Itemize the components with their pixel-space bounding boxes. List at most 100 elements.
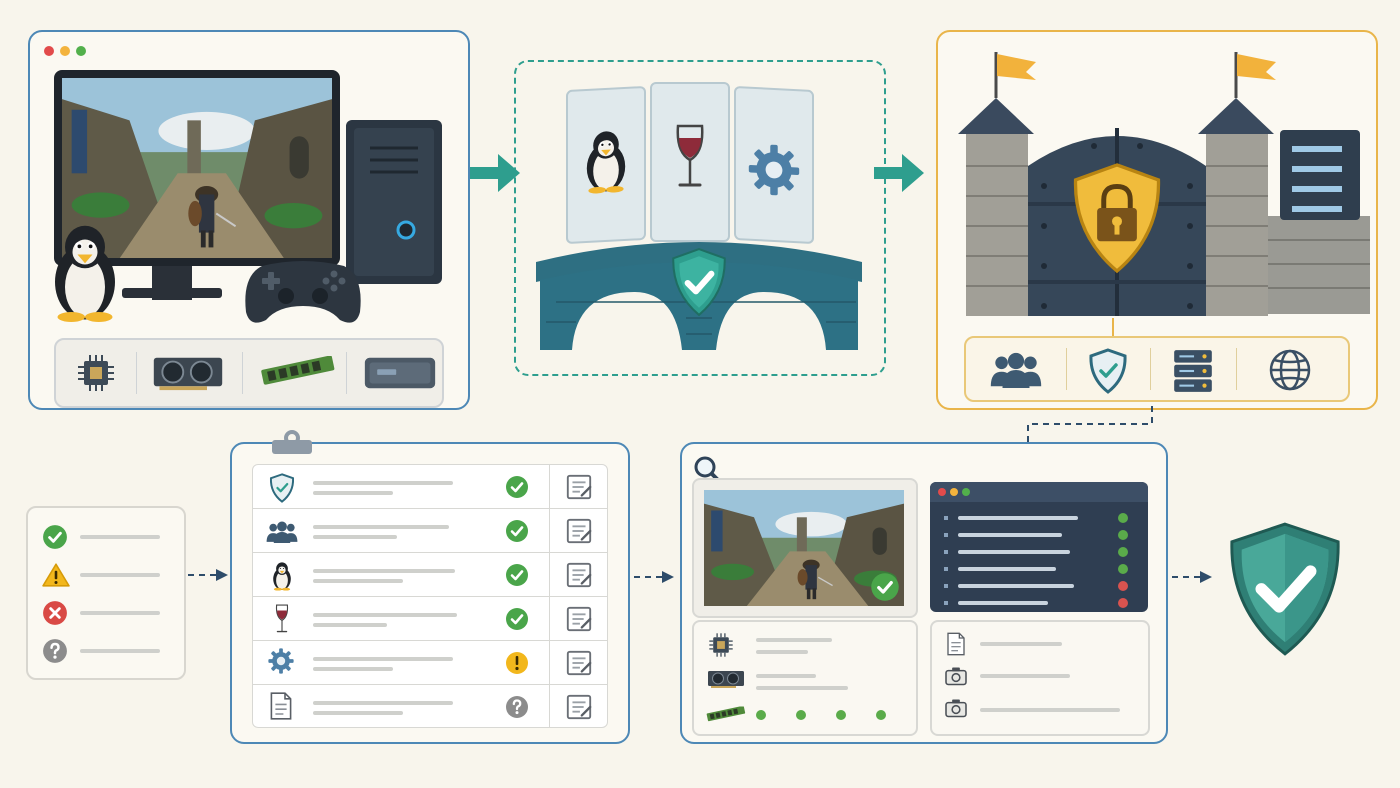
pass-status-dot bbox=[796, 710, 806, 720]
dashed-arrow-icon bbox=[634, 571, 674, 583]
gear-icon bbox=[746, 141, 802, 200]
terminal-bullet bbox=[944, 550, 948, 554]
row-text-line bbox=[756, 638, 832, 642]
gear-icon bbox=[267, 647, 295, 675]
warning-icon bbox=[505, 651, 529, 675]
globe-icon bbox=[1268, 348, 1312, 392]
gamepad-icon bbox=[242, 256, 364, 328]
compatibility-layer-panel bbox=[514, 60, 886, 376]
castle-footer bbox=[964, 336, 1350, 402]
terminal-line bbox=[958, 601, 1048, 605]
terminal-line bbox=[958, 516, 1078, 520]
legend-line bbox=[80, 649, 160, 653]
arrow-right-icon bbox=[470, 154, 520, 192]
cpu-icon bbox=[708, 632, 734, 658]
terminal-bullet bbox=[944, 533, 948, 537]
terminal-log bbox=[930, 482, 1148, 612]
pass-status-dot bbox=[1118, 547, 1128, 557]
status-legend bbox=[26, 506, 186, 680]
shield-check-icon bbox=[269, 473, 295, 503]
terminal-bullet bbox=[944, 567, 948, 571]
castle-connector bbox=[1112, 318, 1114, 336]
terminal-line bbox=[958, 584, 1074, 588]
terminal-bullet bbox=[944, 601, 948, 605]
card-gear bbox=[734, 85, 814, 245]
linux-penguin-icon bbox=[582, 127, 630, 196]
gameplay-screenshot-tile bbox=[692, 478, 918, 618]
row-text-line bbox=[980, 642, 1062, 646]
verified-shield-icon bbox=[1230, 522, 1340, 656]
notes-icon[interactable] bbox=[565, 561, 593, 589]
ram-icon bbox=[706, 706, 746, 722]
server-icon bbox=[1172, 348, 1214, 394]
warning-icon bbox=[42, 562, 70, 588]
row-text-line bbox=[980, 674, 1070, 678]
pass-icon bbox=[505, 563, 529, 587]
divider bbox=[1150, 348, 1151, 390]
pass-status-dot bbox=[1118, 530, 1128, 540]
monitor bbox=[52, 68, 342, 300]
window-dot-red[interactable] bbox=[938, 488, 946, 496]
pass-status-dot bbox=[1118, 513, 1128, 523]
row-text-line bbox=[313, 481, 453, 485]
checklist-table bbox=[252, 464, 608, 728]
window-dot-yellow[interactable] bbox=[60, 46, 70, 56]
terminal-bullet bbox=[944, 584, 948, 588]
wine-glass-icon bbox=[670, 122, 710, 192]
legend-line bbox=[80, 611, 160, 615]
divider bbox=[1236, 348, 1237, 390]
ram-icon bbox=[260, 356, 336, 386]
row-text-line bbox=[756, 686, 848, 690]
divider bbox=[346, 352, 347, 394]
castle-illustration bbox=[944, 46, 1370, 316]
legend-line bbox=[80, 535, 160, 539]
window-dot-green[interactable] bbox=[962, 488, 970, 496]
divider bbox=[242, 352, 243, 394]
terminal-line bbox=[958, 550, 1070, 554]
camera-icon bbox=[944, 666, 968, 686]
notes-icon[interactable] bbox=[565, 605, 593, 633]
hardware-results-tile bbox=[692, 620, 918, 736]
divider bbox=[136, 352, 137, 394]
row-text-line bbox=[313, 613, 457, 617]
pass-status-dot bbox=[756, 710, 766, 720]
row-text-line bbox=[313, 525, 449, 529]
fail-status-dot bbox=[1118, 581, 1128, 591]
pass-status-dot bbox=[876, 710, 886, 720]
legend-line bbox=[80, 573, 160, 577]
document-icon bbox=[946, 632, 966, 656]
notes-icon[interactable] bbox=[565, 649, 593, 677]
document-icon bbox=[269, 691, 293, 721]
pass-icon bbox=[505, 607, 529, 631]
window-dot-yellow[interactable] bbox=[950, 488, 958, 496]
fail-icon bbox=[42, 600, 68, 626]
row-text-line bbox=[313, 701, 453, 705]
storage-drive-icon bbox=[362, 353, 438, 393]
row-text-line bbox=[313, 657, 453, 661]
row-text-line bbox=[313, 623, 387, 627]
evidence-tile bbox=[930, 620, 1150, 736]
row-text-line bbox=[313, 579, 403, 583]
users-icon bbox=[265, 521, 299, 543]
terminal-bullet bbox=[944, 516, 948, 520]
unknown-icon bbox=[505, 695, 529, 719]
wine-glass-icon bbox=[273, 603, 291, 635]
arrow-right-icon bbox=[874, 154, 924, 192]
row-text-line bbox=[756, 674, 816, 678]
notes-icon[interactable] bbox=[565, 693, 593, 721]
pass-icon bbox=[870, 572, 900, 602]
cpu-icon bbox=[76, 353, 116, 393]
pc-tower bbox=[344, 118, 444, 286]
window-dot-green[interactable] bbox=[76, 46, 86, 56]
pass-status-dot bbox=[836, 710, 846, 720]
notes-icon[interactable] bbox=[565, 517, 593, 545]
hardware-strip bbox=[54, 338, 444, 408]
row-text-line bbox=[313, 711, 403, 715]
notes-icon[interactable] bbox=[565, 473, 593, 501]
users-icon bbox=[984, 352, 1048, 388]
bridge bbox=[526, 222, 872, 352]
check-shield-icon bbox=[1088, 348, 1128, 394]
pass-icon bbox=[505, 519, 529, 543]
window-dot-red[interactable] bbox=[44, 46, 54, 56]
pc-setup-panel bbox=[28, 30, 470, 410]
